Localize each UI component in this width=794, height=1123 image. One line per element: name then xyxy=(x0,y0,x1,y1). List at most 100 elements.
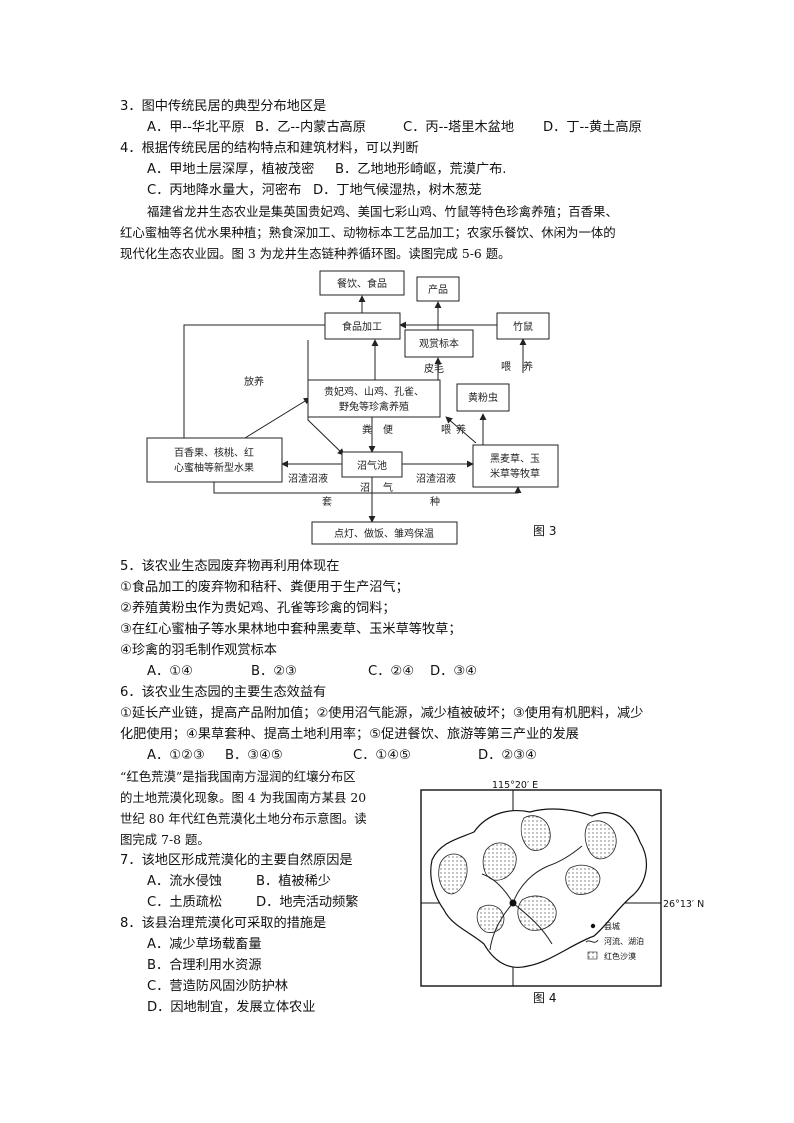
box-mealworm xyxy=(456,383,510,412)
q4-option-b[interactable]: B．乙地地形崎岖，荒漠广布. xyxy=(335,162,507,177)
q8-option-b[interactable]: B．合理利用水资源 xyxy=(147,958,262,973)
q5-statement-3: ③在红心蜜柚子等水果林地中套种黑麦草、玉米草等牧草； xyxy=(120,622,462,637)
q5-statement-1: ①食品加工的废弃物和秸秆、粪便用于生产沼气； xyxy=(120,580,409,595)
legend-river-icon xyxy=(585,939,599,943)
q4-option-a[interactable]: A．甲地土层深厚，植被茂密 xyxy=(147,162,315,177)
box-fruit-text-1: 百香果、核桃、红 xyxy=(174,446,254,459)
box-uses-text: 点灯、做饭、雏鸡保温 xyxy=(334,527,434,540)
box-grass xyxy=(472,444,559,488)
river xyxy=(489,902,514,951)
q7-option-b[interactable]: B．植被稀少 xyxy=(256,874,331,889)
q7-options-row1: A．流水侵蚀 B．植被稀少 xyxy=(147,873,331,891)
county-town-dot xyxy=(509,899,517,907)
legend-town-label: 县城 xyxy=(604,922,620,931)
desert-patch xyxy=(482,842,517,881)
box-product-text: 产品 xyxy=(428,283,448,296)
q6-option-b[interactable]: B．③④⑤ xyxy=(225,748,283,763)
box-specimen-text: 观赏标本 xyxy=(419,337,459,350)
q7-option-c[interactable]: C．土质疏松 xyxy=(147,895,223,910)
q7-options-row2: C．土质疏松 D．地壳活动频繁 xyxy=(147,894,358,912)
label-feed-3: 喂 xyxy=(441,424,451,436)
line-processing-fruit xyxy=(183,324,325,438)
latitude-label: 26°13′ N xyxy=(663,899,704,910)
intro78-line1: “红色荒漠”是指我国南方湿润的红壤分布区 xyxy=(120,769,356,784)
q3-option-c[interactable]: C．丙--塔里木盆地 xyxy=(403,120,515,135)
q7-stem: 7．该地区形成荒漠化的主要自然原因是 xyxy=(120,853,353,868)
q5-options: A．①④ B．②③ C．②④ D．③④ xyxy=(147,663,477,681)
label-gas-2: 气 xyxy=(383,481,393,494)
q3-option-d[interactable]: D．丁--黄土高原 xyxy=(543,120,642,135)
intro78-line2: 的土地荒漠化现象。图 4 为我国南方某县 20 xyxy=(120,790,367,805)
river xyxy=(481,873,514,904)
label-slurry-right: 沼渣沼液 xyxy=(416,472,456,485)
box-product xyxy=(416,276,460,302)
label-gas-1: 沼 xyxy=(360,481,370,494)
box-food xyxy=(319,270,405,296)
label-intercrop-1: 套 xyxy=(322,495,332,508)
figure4-map: 115°20′ E 26°13′ N 县城 河流、湖泊 红色沙漠 xyxy=(420,780,704,987)
q6-option-c[interactable]: C．①④⑤ xyxy=(353,748,411,763)
label-release: 放养 xyxy=(244,375,264,388)
desert-patch xyxy=(438,853,468,895)
q4-option-c[interactable]: C．丙地降水量大，河密布 xyxy=(147,183,302,198)
box-fruit xyxy=(146,437,283,483)
q5-option-b[interactable]: B．②③ xyxy=(251,664,297,679)
intro78-line3: 世纪 80 年代红色荒漠化土地分布示意图。读 xyxy=(120,811,367,826)
label-feed-2: 养 xyxy=(523,360,533,373)
river xyxy=(512,865,549,904)
q5-statement-4: ④珍禽的羽毛制作观赏标本 xyxy=(120,643,277,658)
q3-stem: 3．图中传统民居的典型分布地区是 xyxy=(120,99,327,114)
q8-option-a[interactable]: A．减少草场载畜量 xyxy=(147,937,262,952)
q5-option-d[interactable]: D．③④ xyxy=(430,664,477,679)
desert-patch xyxy=(517,895,557,931)
legend-town-icon xyxy=(590,923,596,929)
box-processing xyxy=(324,312,401,340)
label-intercrop-2: 种 xyxy=(430,495,440,508)
box-specimen xyxy=(404,329,474,358)
desert-patch xyxy=(476,904,505,933)
box-bamboo-rat-text: 竹鼠 xyxy=(513,320,533,333)
map-frame xyxy=(420,789,662,987)
q4-option-d[interactable]: D．丁地气候湿热，树木葱茏 xyxy=(313,183,482,198)
q3-option-b[interactable]: B．乙--内蒙古高原 xyxy=(255,120,366,135)
box-biogas xyxy=(341,451,403,478)
intro78-line4: 图完成 7-8 题。 xyxy=(120,832,210,847)
legend-river-label: 河流、湖泊 xyxy=(604,936,644,946)
arrow-fruit-to-poultry xyxy=(244,397,311,439)
q4-options-row2: C．丙地降水量大，河密布 D．丁地气候湿热，树木葱茏 xyxy=(147,182,481,200)
figure3-diagram: 餐饮、食品 产品 食品加工 竹鼠 观赏标本 贵妃鸡、山鸡、孔雀、 野兔等珍禽养殖… xyxy=(146,270,559,545)
q8-option-d[interactable]: D．因地制宜，发展立体农业 xyxy=(147,1000,316,1015)
box-bamboo-rat xyxy=(496,312,550,340)
arrow-intercrop xyxy=(213,482,522,494)
box-grass-text-1: 黑麦草、玉 xyxy=(490,453,540,465)
label-manure-2: 便 xyxy=(383,423,393,436)
box-grass-text-2: 米草等牧草 xyxy=(490,467,540,480)
longitude-label: 115°20′ E xyxy=(492,780,538,791)
q3-option-a[interactable]: A．甲--华北平原 xyxy=(147,120,245,135)
q5-option-c[interactable]: C．②④ xyxy=(368,664,415,679)
q5-statement-2: ②养殖黄粉虫作为贵妃鸡、孔雀等珍禽的饲料； xyxy=(120,601,396,616)
q4-stem: 4．根据传统民居的结构特点和建筑材料，可以判断 xyxy=(120,141,419,156)
q3-options: A．甲--华北平原 B．乙--内蒙古高原 C．丙--塔里木盆地 D．丁--黄土高原 xyxy=(147,119,642,137)
legend-desert-label: 红色沙漠 xyxy=(604,951,636,961)
intro56-line3: 现代化生态农业园。图 3 为龙井生态链种养循环图。读图完成 5-6 题。 xyxy=(120,246,511,261)
figure3-caption: 图 3 xyxy=(533,524,557,538)
river xyxy=(547,845,583,867)
q7-option-d[interactable]: D．地壳活动频繁 xyxy=(256,895,359,910)
q8-stem: 8．该县治理荒漠化可采取的措施是 xyxy=(120,916,327,931)
q7-option-a[interactable]: A．流水侵蚀 xyxy=(147,874,222,889)
intro56-line2: 红心蜜柚等名优水果种植；熟食深加工、动物标本工艺品加工；农家乐餐饮、休闲为一体的 xyxy=(120,225,616,240)
q5-option-a[interactable]: A．①④ xyxy=(147,664,193,679)
figure4-caption: 图 4 xyxy=(533,991,557,1005)
box-mealworm-text: 黄粉虫 xyxy=(468,391,498,404)
q6-statements-line2: 化肥使用；④果草套种、提高土地利用率；⑤促进餐饮、旅游等第三产业的发展 xyxy=(120,727,579,742)
label-slurry-left: 沼渣沼液 xyxy=(288,472,328,485)
box-poultry-text-2: 野兔等珍禽养殖 xyxy=(339,400,409,413)
box-poultry xyxy=(307,379,441,418)
q8-option-c[interactable]: C．营造防风固沙防护林 xyxy=(147,979,289,994)
box-poultry-text-1: 贵妃鸡、山鸡、孔雀、 xyxy=(324,385,424,398)
q6-option-a[interactable]: A．①②③ xyxy=(147,748,205,763)
desert-patch xyxy=(520,815,551,851)
q6-statements-line1: ①延长产业链，提高产品附加值；②使用沼气能源，减少植被破坏；③使用有机肥料，减少 xyxy=(120,706,644,721)
q6-option-d[interactable]: D．②③④ xyxy=(478,748,537,763)
